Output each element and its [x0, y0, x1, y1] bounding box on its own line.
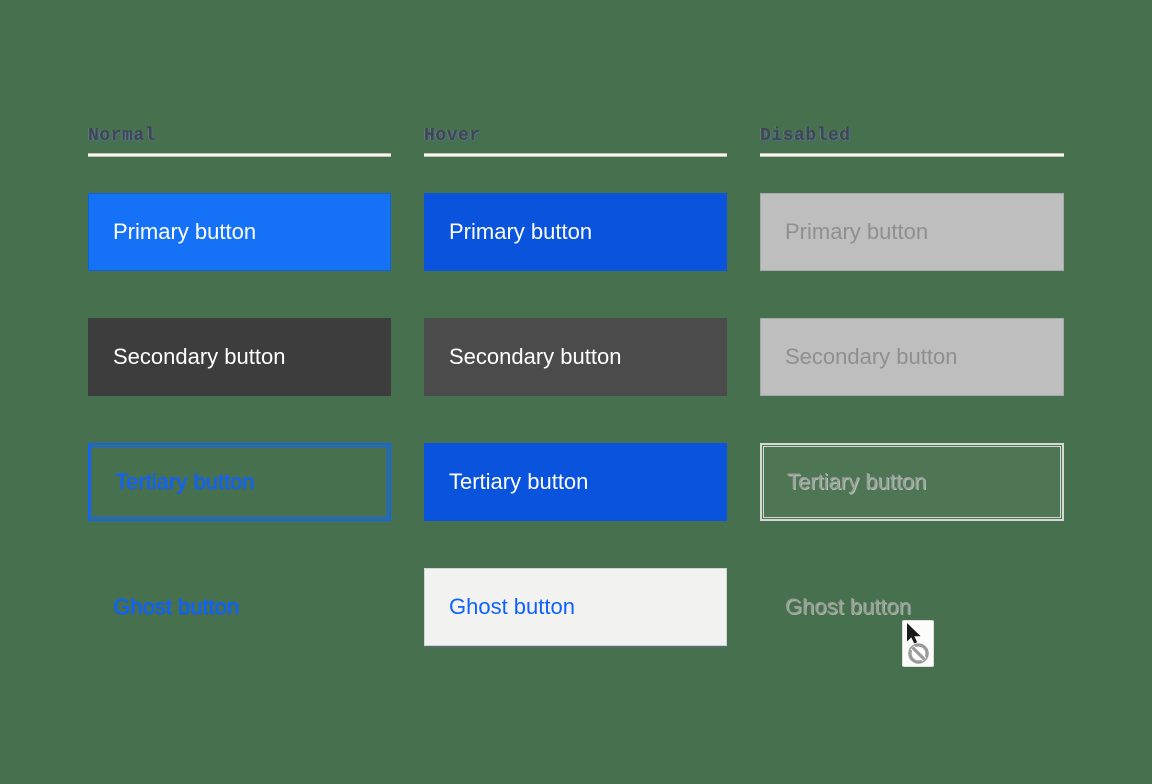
row-ghost: Ghost button — [88, 568, 391, 646]
tertiary-button-disabled: Tertiary button — [760, 443, 1064, 521]
secondary-button-normal[interactable]: Secondary button — [88, 318, 391, 396]
column-header-hover: Hover — [424, 126, 481, 146]
row-primary: Primary button — [88, 193, 391, 271]
row-primary: Primary button — [424, 193, 727, 271]
secondary-button-hover[interactable]: Secondary button — [424, 318, 727, 396]
row-ghost: Ghost button — [760, 568, 1064, 646]
row-secondary: Secondary button — [760, 318, 1064, 396]
primary-button-disabled: Primary button — [760, 193, 1064, 271]
row-secondary: Secondary button — [424, 318, 727, 396]
row-ghost: Ghost button — [424, 568, 727, 646]
row-secondary: Secondary button — [88, 318, 391, 396]
tertiary-button-hover[interactable]: Tertiary button — [424, 443, 727, 521]
ghost-button-disabled: Ghost button — [760, 568, 1064, 646]
secondary-button-disabled: Secondary button — [760, 318, 1064, 396]
ghost-button-normal[interactable]: Ghost button — [88, 568, 391, 646]
row-tertiary: Tertiary button — [88, 443, 391, 521]
row-tertiary: Tertiary button — [424, 443, 727, 521]
column-disabled: Disabled Primary button Secondary button… — [760, 126, 1064, 618]
header-underline — [424, 153, 727, 157]
primary-button-hover[interactable]: Primary button — [424, 193, 727, 271]
column-header-normal: Normal — [88, 126, 156, 146]
column-hover: Hover Primary button Secondary button Te… — [424, 126, 727, 646]
tertiary-button-normal[interactable]: Tertiary button — [88, 443, 391, 521]
row-tertiary: Tertiary button — [760, 443, 1064, 521]
column-header-disabled: Disabled — [760, 126, 851, 146]
ghost-button-hover[interactable]: Ghost button — [424, 568, 727, 646]
not-allowed-cursor-icon — [902, 620, 934, 668]
row-primary: Primary button — [760, 193, 1064, 271]
header-underline — [760, 153, 1064, 157]
header-underline — [88, 153, 391, 157]
primary-button-normal[interactable]: Primary button — [88, 193, 391, 271]
column-normal: Normal Primary button Secondary button T… — [88, 126, 391, 618]
